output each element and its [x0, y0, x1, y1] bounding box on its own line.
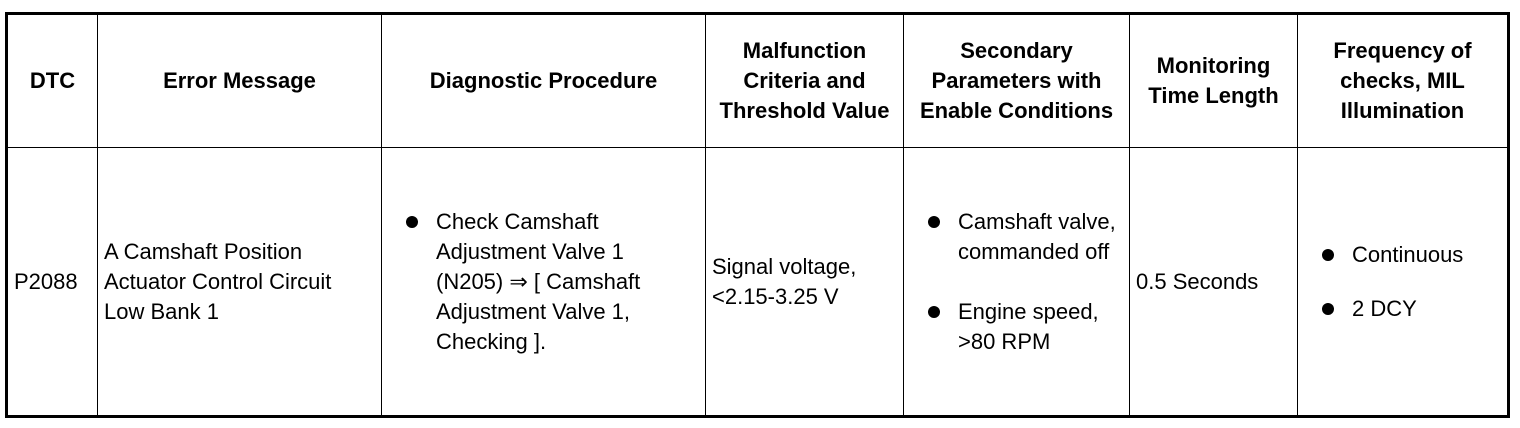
- header-secondary-parameters: Secondary Parameters with Enable Conditi…: [903, 13, 1130, 148]
- error-message: A Camshaft Position Actuator Control Cir…: [97, 147, 382, 417]
- bullet-icon: [406, 215, 418, 228]
- secondary-parameter-text: Camshaft valve, commanded off: [958, 208, 1116, 264]
- frequency-list: Continuous 2 DCY: [1304, 240, 1501, 324]
- diagnostic-procedure-text: Check Camshaft Adjustment Valve 1 (N205)…: [436, 208, 641, 354]
- malfunction-criteria: Signal voltage, <2.15-3.25 V: [705, 147, 904, 417]
- diagnostic-procedure-list: Check Camshaft Adjustment Valve 1 (N205)…: [388, 207, 699, 357]
- list-item: Camshaft valve, commanded off: [910, 207, 1123, 267]
- list-item: Continuous: [1304, 240, 1501, 270]
- list-item: Engine speed, >80 RPM: [910, 297, 1123, 357]
- monitoring-time: 0.5 Seconds: [1129, 147, 1298, 417]
- header-frequency: Frequency of checks, MIL Illumination: [1297, 13, 1509, 148]
- dtc-code: P2088: [6, 147, 98, 417]
- header-error-message: Error Message: [97, 13, 382, 148]
- header-malfunction-criteria: Malfunction Criteria and Threshold Value: [705, 13, 904, 148]
- frequency-cell: Continuous 2 DCY: [1297, 147, 1509, 417]
- header-dtc: DTC: [6, 13, 98, 148]
- bullet-icon: [1322, 302, 1334, 315]
- secondary-parameters-cell: Camshaft valve, commanded off Engine spe…: [903, 147, 1130, 417]
- bullet-icon: [928, 305, 940, 318]
- header-row: DTC Error Message Diagnostic Procedure M…: [6, 13, 1509, 148]
- list-item: Check Camshaft Adjustment Valve 1 (N205)…: [388, 207, 699, 357]
- list-item: 2 DCY: [1304, 294, 1501, 324]
- header-diagnostic-procedure: Diagnostic Procedure: [381, 13, 706, 148]
- frequency-text: Continuous: [1352, 241, 1464, 267]
- bullet-icon: [1322, 248, 1334, 261]
- secondary-parameters-list: Camshaft valve, commanded off Engine spe…: [910, 207, 1123, 357]
- table-row: P2088 A Camshaft Position Actuator Contr…: [6, 147, 1509, 417]
- frequency-text: 2 DCY: [1352, 295, 1417, 321]
- header-monitoring-time: Monitoring Time Length: [1129, 13, 1298, 148]
- diagnostic-procedure-cell: Check Camshaft Adjustment Valve 1 (N205)…: [381, 147, 706, 417]
- bullet-icon: [928, 215, 940, 228]
- secondary-parameter-text: Engine speed, >80 RPM: [958, 298, 1099, 354]
- dtc-table: DTC Error Message Diagnostic Procedure M…: [5, 12, 1510, 418]
